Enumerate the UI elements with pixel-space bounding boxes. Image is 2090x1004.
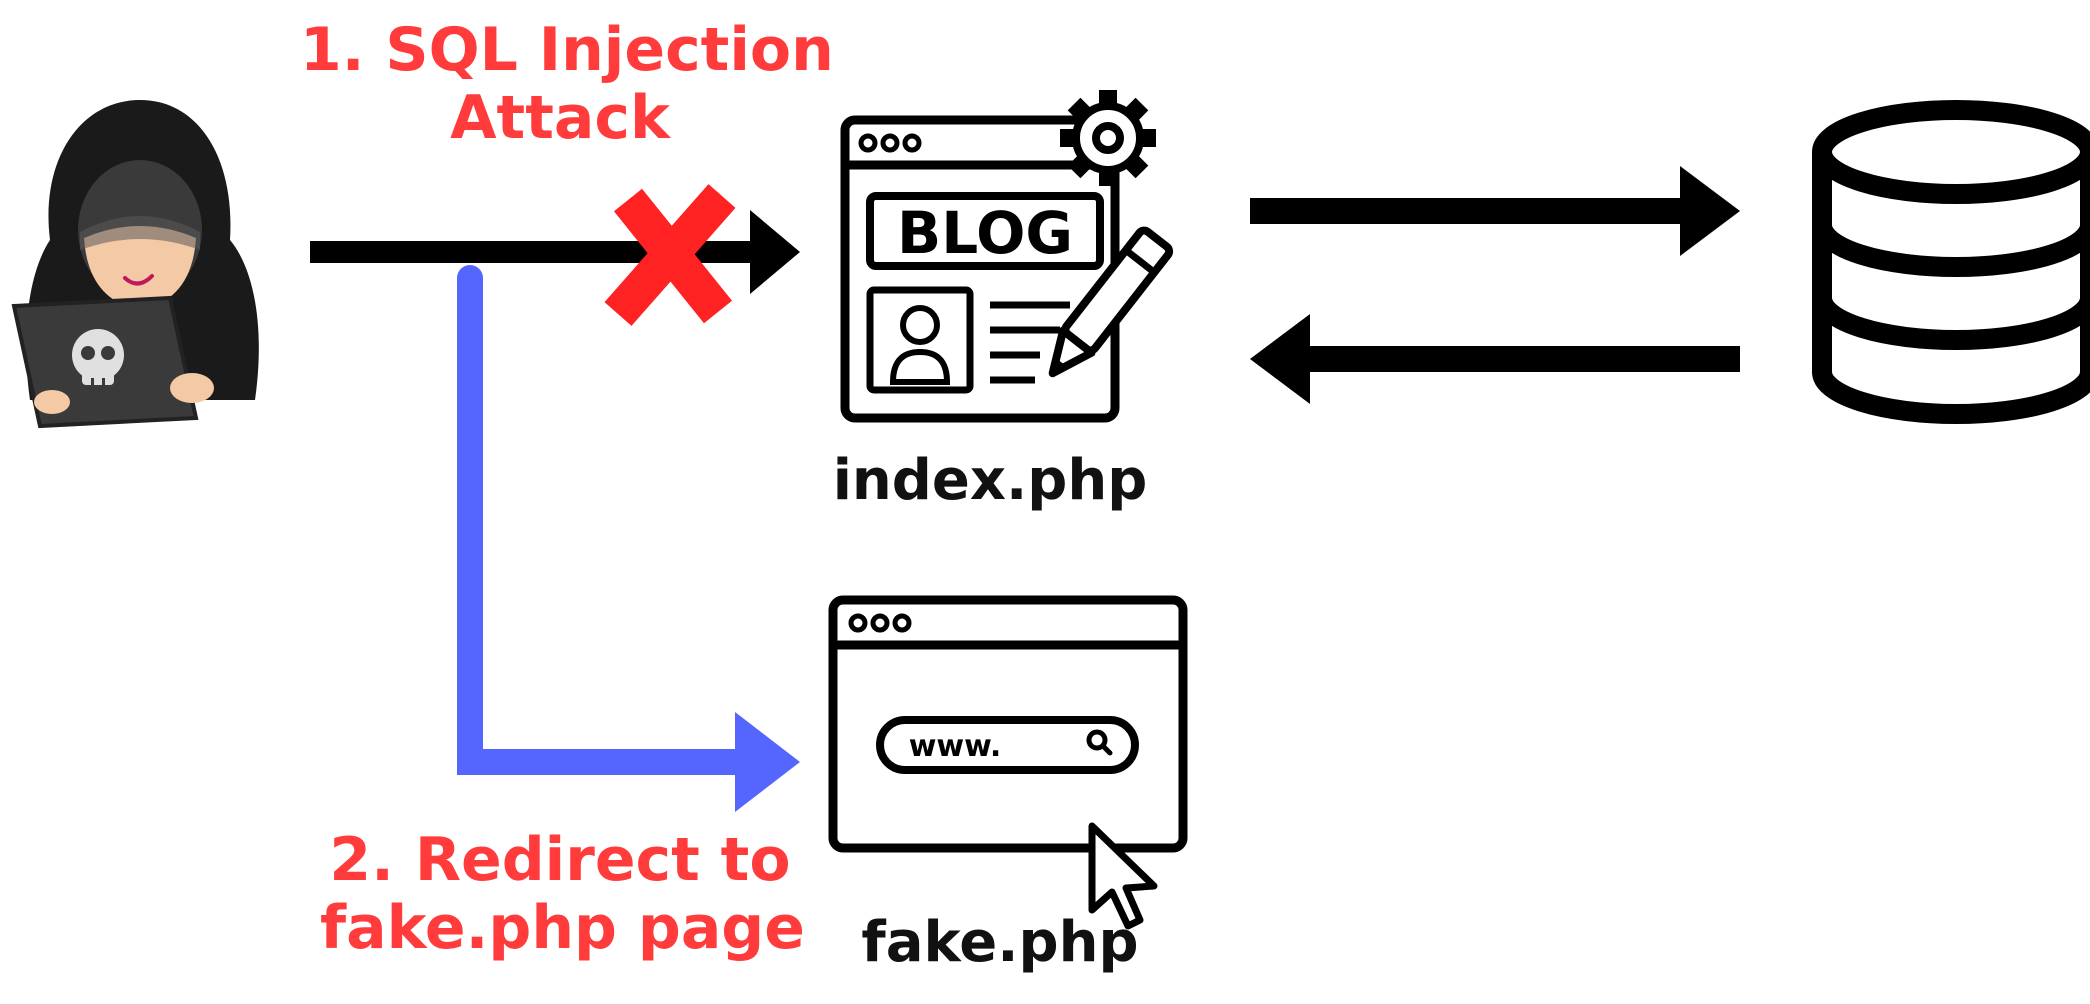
- www-text: www.: [909, 729, 1002, 764]
- attack-step-label-line2: Attack: [450, 83, 670, 153]
- x-mark-icon: [604, 184, 736, 326]
- attack-step-label-line1: 1. SQL Injection: [300, 15, 834, 85]
- attack-arrow: [310, 210, 800, 294]
- browser-window-icon: www.: [828, 595, 1188, 853]
- redirect-step-label: 2. Redirect to fake.php page: [320, 825, 805, 963]
- index-caption: index.php: [832, 448, 1148, 513]
- request-arrow: [1250, 166, 1740, 256]
- mouse-pointer-icon: [1088, 822, 1158, 930]
- blog-sign-text: BLOG: [897, 199, 1073, 267]
- redirect-step-label-line2: fake.php page: [320, 893, 805, 963]
- attack-step-label: 1. SQL Injection Attack: [300, 15, 834, 153]
- gear-icon: [1060, 90, 1156, 186]
- search-icon: [1086, 729, 1113, 756]
- response-arrow: [1250, 314, 1740, 404]
- fake-caption: fake.php: [861, 910, 1139, 975]
- database-icon: [1812, 100, 2090, 424]
- pencil-icon: [1048, 226, 1174, 378]
- redirect-arrow: [457, 265, 800, 812]
- blog-page-icon: BLOG: [840, 115, 1120, 423]
- redirect-step-label-line1: 2. Redirect to: [329, 825, 791, 895]
- hacker-icon: [11, 100, 259, 429]
